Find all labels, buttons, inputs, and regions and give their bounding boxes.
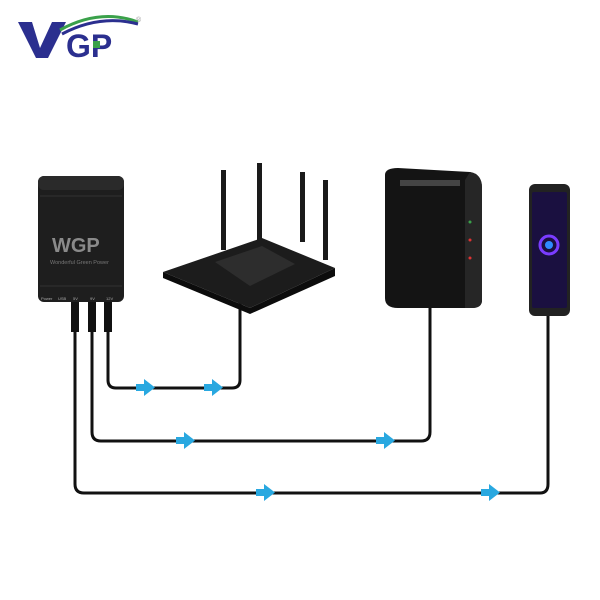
mini-ups-device: WGP Wonderful Green Power Power USB 5V 9… — [38, 176, 124, 332]
arrow-icon — [256, 484, 275, 501]
svg-text:USB: USB — [58, 296, 67, 301]
svg-text:Power: Power — [41, 296, 53, 301]
svg-text:Wonderful Green Power: Wonderful Green Power — [50, 260, 109, 266]
svg-text:WGP: WGP — [52, 235, 100, 257]
brand-logo: GP ® — [18, 15, 142, 64]
svg-text:5V: 5V — [73, 296, 78, 301]
smartphone-device — [529, 184, 570, 316]
svg-text:9V: 9V — [90, 296, 95, 301]
svg-text:GP: GP — [66, 28, 112, 64]
modem-device — [385, 168, 482, 308]
arrow-icon — [204, 379, 223, 396]
cable-to-phone — [73, 310, 550, 495]
svg-text:12V: 12V — [106, 296, 113, 301]
arrow-icon — [376, 432, 395, 449]
flow-arrows — [136, 379, 500, 501]
cable-to-router — [106, 302, 242, 390]
svg-text:®: ® — [136, 16, 142, 24]
arrow-icon — [176, 432, 195, 449]
arrow-icon — [481, 484, 500, 501]
cable-to-modem — [90, 305, 432, 443]
router-device — [163, 163, 335, 314]
arrow-icon — [136, 379, 155, 396]
cables — [73, 302, 550, 495]
